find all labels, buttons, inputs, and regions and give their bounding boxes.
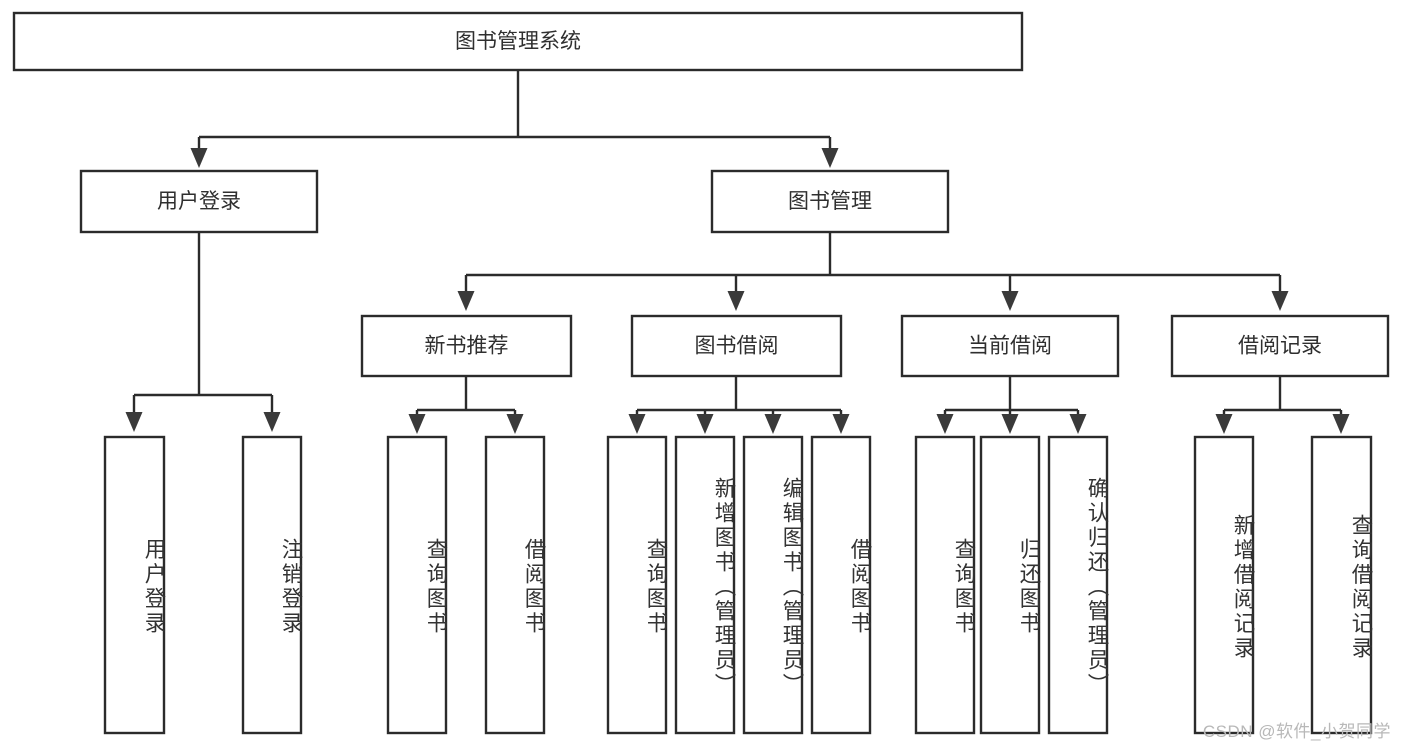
node-leaf-borrow-lend[interactable] (810, 435, 872, 735)
arrow-head-icon (1215, 414, 1233, 434)
arrow-head-icon (1069, 414, 1087, 434)
arrow-head-icon (936, 414, 954, 434)
connector-level3-group-2 (936, 376, 1087, 434)
node-leaf-rec-borrow[interactable] (484, 435, 546, 735)
arrow-head-icon (125, 412, 143, 432)
node-leaf-rec-add[interactable] (1193, 435, 1255, 735)
node-borrow-record[interactable] (1170, 314, 1390, 378)
node-leaf-rec-search[interactable] (1310, 435, 1373, 735)
connectors-layer (125, 70, 1350, 434)
node-book-borrow[interactable] (630, 314, 843, 378)
node-current-borrow-label: 当前借阅 (968, 335, 1052, 358)
node-root-label: 图书管理系统 (455, 30, 581, 53)
node-leaf-cur-query[interactable] (914, 435, 976, 735)
arrow-head-icon (506, 414, 524, 434)
boxes-layer (12, 11, 1390, 735)
connector-level3-group-1 (628, 376, 850, 434)
connector-level3-group-3 (1215, 376, 1350, 434)
arrow-head-icon (727, 291, 745, 311)
arrow-head-icon (1001, 291, 1019, 311)
arrow-head-icon (821, 148, 839, 168)
node-new-book-rec[interactable] (360, 314, 573, 378)
node-leaf-borrow-query[interactable] (606, 435, 668, 735)
arrow-head-icon (696, 414, 714, 434)
node-book-borrow-label: 图书借阅 (695, 335, 779, 358)
arrow-head-icon (628, 414, 646, 434)
arrow-head-icon (1001, 414, 1019, 434)
connector-level3-group-0 (408, 376, 524, 434)
node-leaf-user-logout[interactable] (241, 435, 303, 735)
arrow-head-icon (457, 291, 475, 311)
connector-book-manage-to-level3 (457, 232, 1289, 311)
node-book-manage[interactable] (710, 169, 950, 234)
arrow-head-icon (832, 414, 850, 434)
arrow-head-icon (190, 148, 208, 168)
node-leaf-rec-query[interactable] (386, 435, 448, 735)
arrow-head-icon (263, 412, 281, 432)
node-leaf-cur-confirm[interactable] (1047, 435, 1109, 735)
node-borrow-record-label: 借阅记录 (1238, 335, 1322, 358)
node-leaf-borrow-edit[interactable] (742, 435, 804, 735)
arrow-head-icon (764, 414, 782, 434)
arrow-head-icon (408, 414, 426, 434)
node-current-borrow[interactable] (900, 314, 1120, 378)
connector-user-login-to-leaves (125, 232, 281, 432)
node-user-login[interactable] (79, 169, 319, 234)
node-user-login-label: 用户登录 (157, 190, 241, 213)
node-book-manage-label: 图书管理 (788, 190, 872, 213)
arrow-head-icon (1332, 414, 1350, 434)
node-new-book-rec-label: 新书推荐 (425, 335, 509, 358)
node-leaf-cur-return[interactable] (979, 435, 1041, 735)
connector-root-to-level2 (190, 70, 839, 168)
arrow-head-icon (1271, 291, 1289, 311)
node-leaf-user-login[interactable] (103, 435, 166, 735)
node-leaf-borrow-add[interactable] (674, 435, 736, 735)
node-root[interactable] (12, 11, 1024, 72)
